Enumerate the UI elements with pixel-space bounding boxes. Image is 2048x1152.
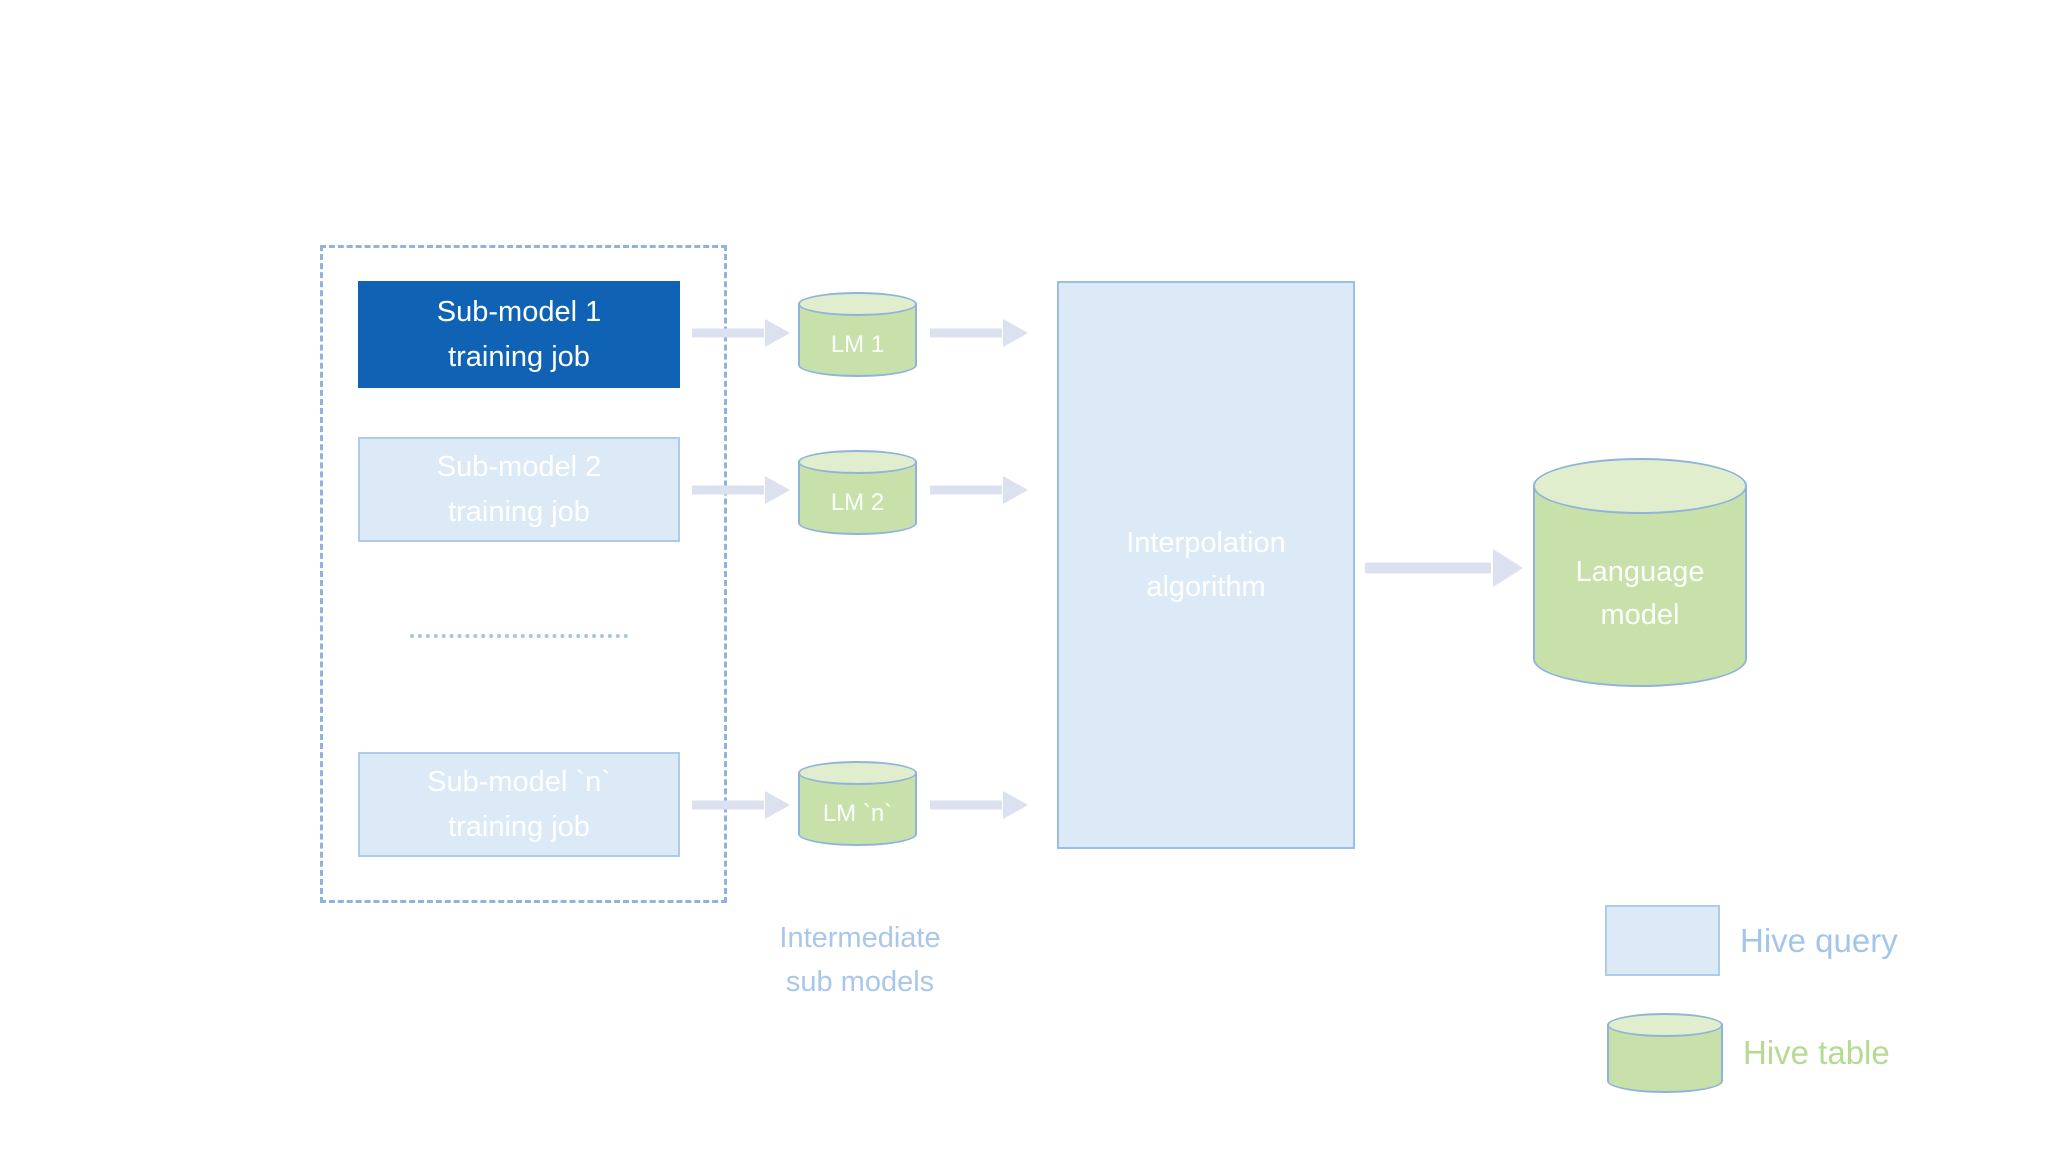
lm1-label: LM 1 [830, 330, 885, 358]
arrow-head-icon [765, 319, 790, 347]
arrow-head-icon [765, 476, 790, 504]
language-model-cylinder: Language model [1533, 458, 1747, 687]
arrow-head-icon [765, 791, 790, 819]
arrow-lm1-to-interpolation [930, 318, 1028, 348]
lm1-table-cylinder: LM 1 [798, 292, 917, 377]
arrow-head-icon [1493, 549, 1523, 587]
interpolation-algorithm-box: Interpolation algorithm [1057, 281, 1355, 849]
arrow-head-icon [1003, 791, 1028, 819]
arrow-lmn-to-interpolation [930, 790, 1028, 820]
legend-hive-query-label: Hive query [1740, 921, 1898, 959]
sub-model-2-training-job-box: Sub-model 2 training job [358, 437, 680, 542]
arrow-head-icon [1003, 476, 1028, 504]
sub-model-1-training-job-label: Sub-model 1 training job [436, 295, 602, 373]
ellipsis-separator [410, 634, 628, 638]
language-model-label: Language model [1575, 555, 1705, 631]
training-jobs-group-outline [320, 245, 727, 903]
lmn-label: LM `n` [822, 799, 893, 827]
lmn-table-cylinder: LM `n` [798, 761, 917, 846]
legend-hive-query-swatch [1605, 905, 1720, 976]
lm2-label: LM 2 [830, 488, 885, 516]
arrow-head-icon [1003, 319, 1028, 347]
intermediate-sub-models-caption: Intermediate sub models [779, 922, 941, 998]
sub-model-n-training-job-box: Sub-model `n` training job [358, 752, 680, 857]
lm2-table-cylinder: LM 2 [798, 450, 917, 535]
interpolation-algorithm-label: Interpolation algorithm [1126, 527, 1286, 603]
legend-hive-table-label: Hive table [1743, 1034, 1890, 1071]
legend-hive-table-swatch [1607, 1013, 1723, 1093]
sub-model-n-training-job-label: Sub-model `n` training job [427, 765, 611, 843]
sub-model-1-training-job-box: Sub-model 1 training job [358, 281, 680, 388]
sub-model-2-training-job-label: Sub-model 2 training job [436, 450, 602, 528]
arrow-interpolation-to-language-model [1365, 549, 1523, 587]
arrow-lm2-to-interpolation [930, 475, 1028, 505]
